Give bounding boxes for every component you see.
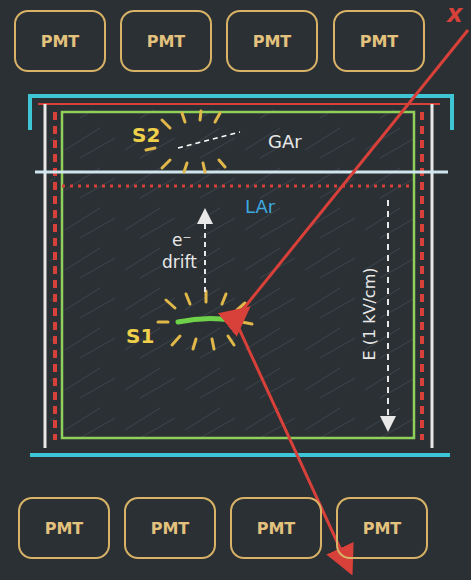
field-label: E (1 kV/cm) bbox=[362, 268, 378, 361]
pmt-label: PMT bbox=[363, 519, 402, 538]
pmt-label: PMT bbox=[257, 519, 296, 538]
pmt-box: PMT bbox=[226, 10, 318, 72]
pmt-label: PMT bbox=[41, 32, 80, 51]
pmt-label: PMT bbox=[360, 32, 399, 51]
pmt-box: PMT bbox=[230, 497, 322, 559]
pmt-label: PMT bbox=[253, 32, 292, 51]
particle-label: x bbox=[447, 2, 462, 26]
electron-label: e⁻ bbox=[172, 232, 191, 249]
pmt-label: PMT bbox=[147, 32, 186, 51]
pmt-box: PMT bbox=[124, 497, 216, 559]
pmt-box: PMT bbox=[336, 497, 428, 559]
pmt-box: PMT bbox=[14, 10, 106, 72]
pmt-box: PMT bbox=[120, 10, 212, 72]
pmt-label: PMT bbox=[45, 519, 84, 538]
pmt-box: PMT bbox=[18, 497, 110, 559]
signal-label: S2 bbox=[132, 125, 160, 145]
phase-label: LAr bbox=[245, 198, 275, 216]
pmt-label: PMT bbox=[151, 519, 190, 538]
phase-label: GAr bbox=[268, 133, 302, 151]
drift-label: drift bbox=[162, 254, 197, 271]
pmt-box: PMT bbox=[333, 10, 425, 72]
signal-label: S1 bbox=[126, 326, 154, 346]
